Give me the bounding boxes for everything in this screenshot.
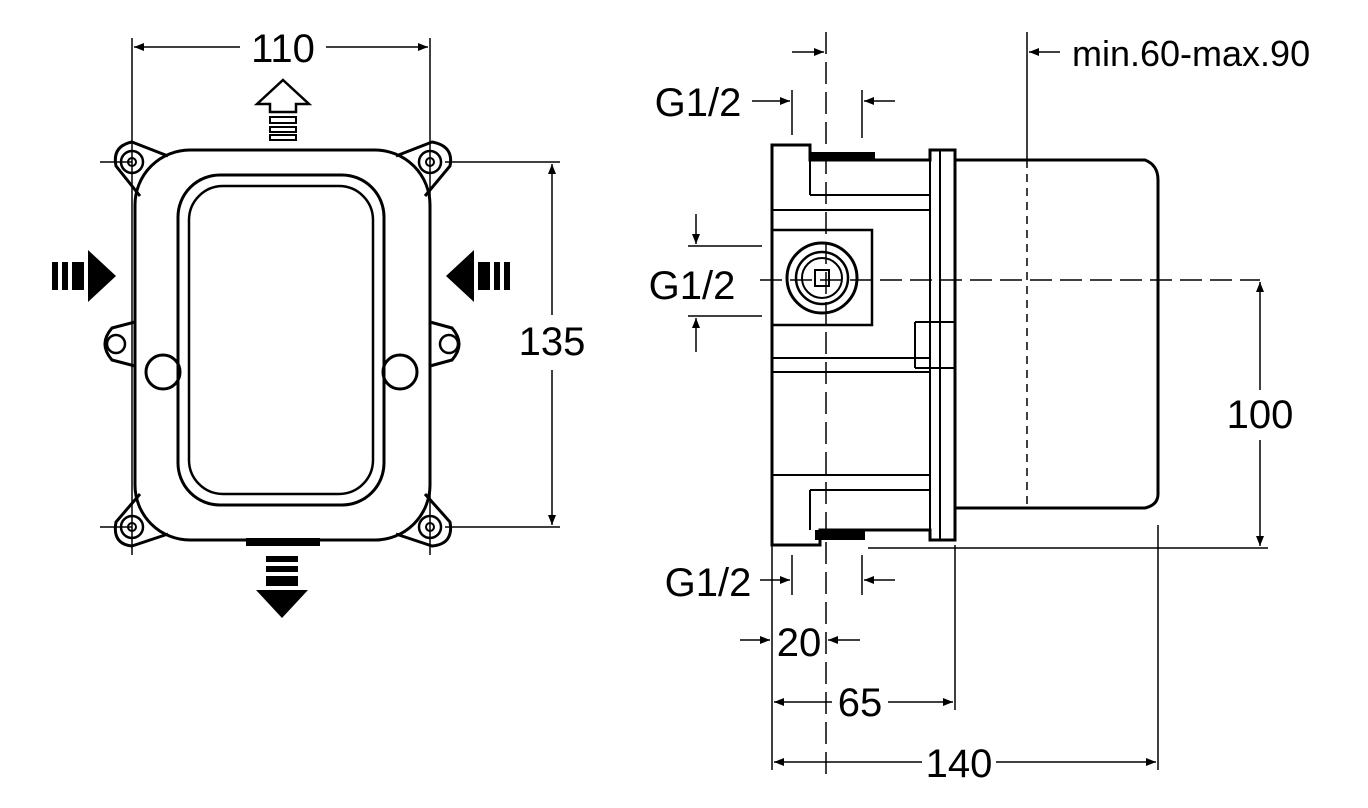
- front-view: 110 135: [52, 27, 585, 618]
- dim-install-depth-label: min.60-max.90: [1072, 33, 1310, 74]
- housing-outline: [770, 143, 957, 547]
- side-view: min.60-max.90 G1/2 G1/2 G1/2 20 65: [649, 32, 1310, 786]
- box-inner-frame-inner: [187, 184, 375, 496]
- box-inner-frame-outer: [176, 173, 386, 507]
- arrow-inlet-left-icon: [52, 250, 116, 302]
- mounting-ear-bottom-right: [395, 493, 453, 548]
- mounting-ear-middle-left: [103, 320, 136, 368]
- side-hole-right: [381, 353, 419, 391]
- mounting-ear-middle-right: [429, 320, 461, 368]
- middle-connector-housing: [772, 228, 874, 327]
- dim-middle-connection-label: G1/2: [649, 264, 736, 308]
- dim-width-label: 110: [251, 27, 315, 71]
- side-hole-left: [144, 353, 182, 391]
- mounting-ear-top-left: [113, 140, 169, 197]
- dim-axis-offset-label: 20: [777, 621, 822, 665]
- dim-bottom-connection-label: G1/2: [665, 561, 752, 605]
- cover-sleeve: [955, 158, 1160, 510]
- dim-center-height-label: 100: [1227, 393, 1294, 437]
- middle-connector-outer: [785, 241, 859, 315]
- middle-connector-ring: [794, 250, 850, 306]
- dim-top-connection-label: G1/2: [655, 81, 742, 125]
- mounting-ear-top-right: [395, 140, 453, 197]
- dim-body-depth-label: 65: [838, 681, 883, 725]
- dim-height-label: 135: [519, 320, 586, 364]
- bottom-connection-band: [815, 530, 865, 540]
- middle-connector-inner: [801, 257, 843, 299]
- arrow-inlet-right-icon: [446, 250, 510, 302]
- dim-total-depth-label: 140: [926, 742, 993, 786]
- mounting-ear-bottom-left: [113, 493, 169, 548]
- arrow-up-outlet-icon: [253, 78, 313, 141]
- arrow-down-outlet-icon: [256, 556, 308, 618]
- top-connection-band: [810, 152, 875, 160]
- bottom-outlet-stub: [246, 538, 320, 546]
- middle-connector-spindle: [814, 269, 830, 287]
